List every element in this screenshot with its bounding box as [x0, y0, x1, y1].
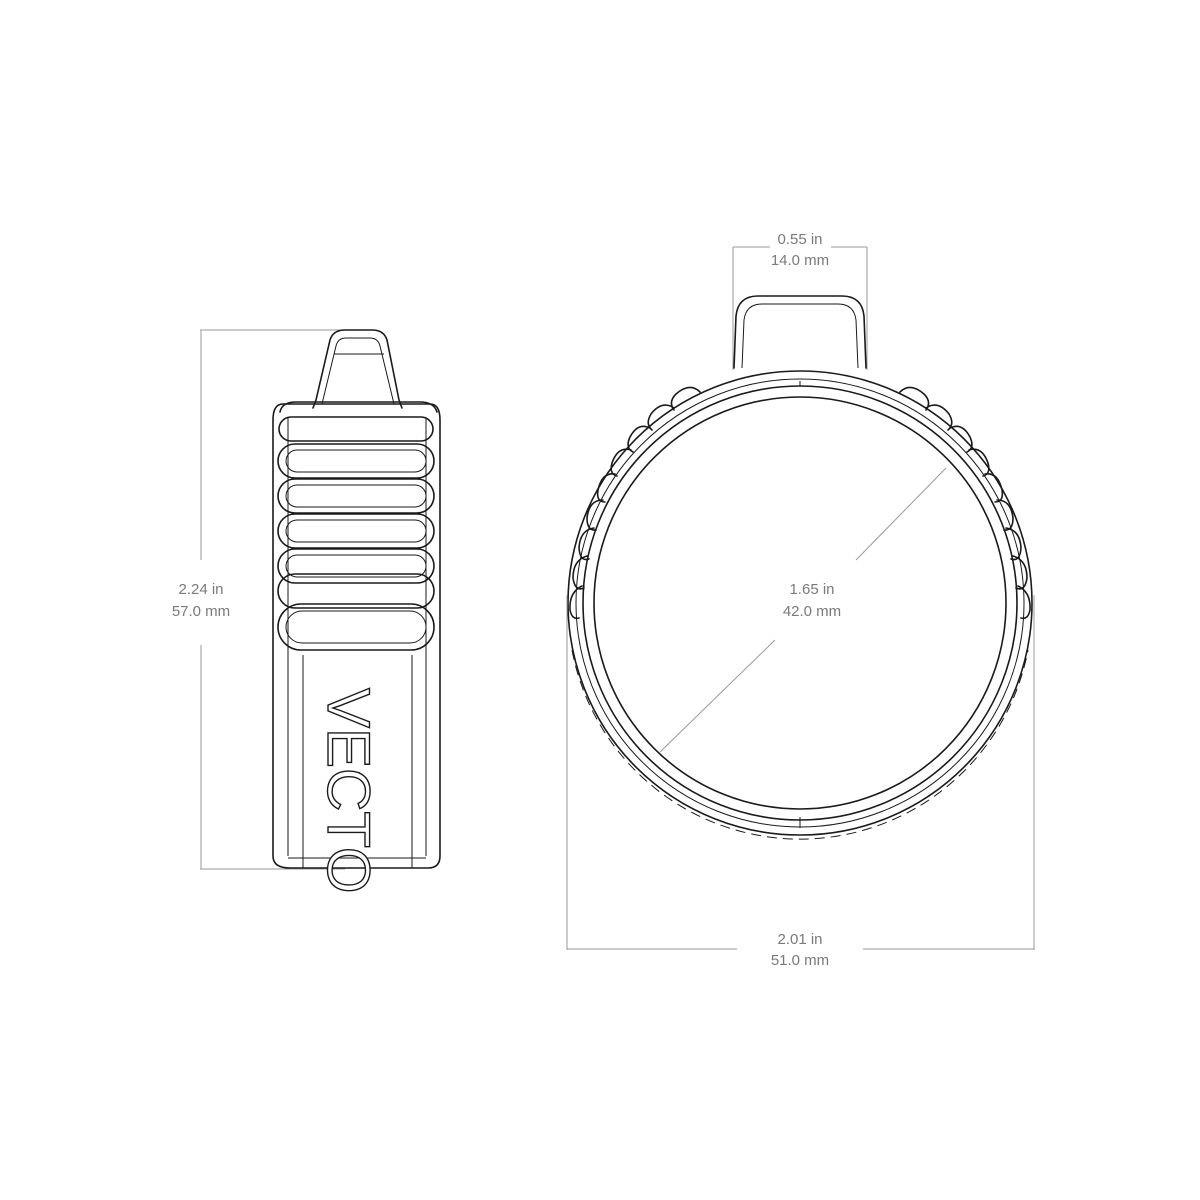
- front-tab: [733, 295, 867, 369]
- tab-width-inches-label: 0.55 in: [777, 231, 822, 248]
- knurl-bumps: [569, 386, 1031, 620]
- tab-width-mm-label: 14.0 mm: [771, 252, 829, 269]
- overall-width-dimension: 2.01 in 51.0 mm: [566, 595, 1035, 969]
- lower-ticks: [571, 649, 1029, 840]
- side-view: 2.24 in 57.0 mm: [172, 329, 441, 894]
- outer-ring: [567, 370, 1033, 836]
- front-view: 0.55 in 14.0 mm: [566, 231, 1035, 969]
- height-mm-label: 57.0 mm: [172, 603, 230, 620]
- side-tab: [279, 329, 438, 413]
- tab-width-dimension: 0.55 in 14.0 mm: [732, 231, 868, 370]
- overall-width-inches-label: 2.01 in: [777, 931, 822, 948]
- lens-diameter-dimension: 1.65 in 42.0 mm: [659, 467, 947, 753]
- height-dimension: 2.24 in 57.0 mm: [172, 329, 345, 870]
- lens-diameter-inches-label: 1.65 in: [789, 581, 834, 598]
- overall-width-mm-label: 51.0 mm: [771, 952, 829, 969]
- logo-text: VECTO: [315, 688, 382, 894]
- side-body: [272, 403, 441, 869]
- grip-slots: [277, 416, 435, 651]
- vector-logo: VECTO: [314, 687, 382, 894]
- height-inches-label: 2.24 in: [178, 581, 223, 598]
- lens-diameter-mm-label: 42.0 mm: [783, 603, 841, 620]
